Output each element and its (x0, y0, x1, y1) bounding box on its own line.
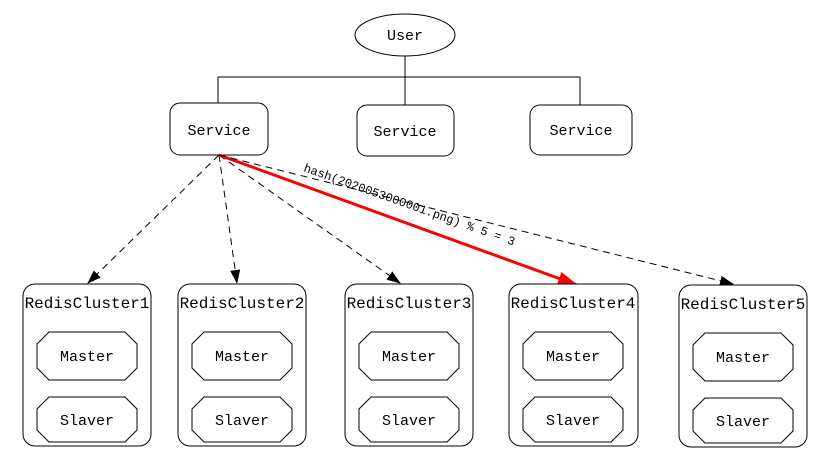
edge-service1-to-cluster4-hash-highlight (218, 153, 578, 287)
cluster-3-master-shape (358, 331, 460, 381)
service-node-1: Service (169, 102, 269, 156)
cluster-node-4-name: RedisCluster4 (511, 295, 636, 313)
user-node-label: User (387, 28, 423, 45)
cluster-node-3-name: RedisCluster3 (347, 295, 472, 313)
user-node: User (354, 13, 456, 57)
edge-service1-to-cluster2 (218, 154, 241, 284)
cluster-5-master-shape (692, 332, 794, 382)
cluster-5-slaver-shape (692, 397, 794, 444)
cluster-1-master-shape (36, 331, 138, 381)
service-node-2-label: Service (373, 124, 436, 141)
cluster-4-slaver-shape (522, 396, 624, 443)
cluster-node-1-name: RedisCluster1 (25, 295, 150, 313)
cluster-3-master-label: Master (382, 349, 436, 366)
user-node-shape (354, 13, 456, 57)
hash-edge-label: hash(2020053000001.png) % 5 = 3 (302, 162, 517, 250)
edge-service1-to-cluster3 (218, 154, 401, 284)
cluster-node-5-name: RedisCluster5 (681, 296, 806, 314)
cluster-2-master-label: Master (215, 349, 269, 366)
cluster-2-slaver-shape (191, 396, 293, 443)
cluster-node-1: RedisCluster1 Master Slaver (22, 283, 152, 447)
service-node-2-shape (356, 104, 455, 157)
service-node-1-label: Service (187, 123, 250, 140)
cluster-node-2-name: RedisCluster2 (180, 295, 305, 313)
cluster-1-slaver-label: Slaver (60, 413, 114, 430)
cluster-node-3: RedisCluster3 Master Slaver (344, 283, 474, 447)
cluster-1-slaver-shape (36, 396, 138, 443)
service-node-3: Service (529, 104, 633, 156)
cluster-2-slaver-label: Slaver (215, 413, 269, 430)
service-node-3-shape (529, 104, 633, 156)
service-node-3-label: Service (549, 123, 612, 140)
service-node-2: Service (356, 104, 455, 157)
cluster-5-slaver-label: Slaver (716, 414, 770, 431)
edge-service1-to-cluster5 (218, 154, 734, 286)
cluster-4-master-shape (522, 331, 624, 381)
cluster-node-5: RedisCluster5 Master Slaver (678, 284, 808, 448)
cluster-3-slaver-shape (358, 396, 460, 443)
cluster-5-master-label: Master (716, 350, 770, 367)
cluster-4-master-label: Master (546, 349, 600, 366)
cluster-4-slaver-label: Slaver (546, 413, 600, 430)
edge-service1-to-cluster1 (87, 154, 220, 284)
cluster-1-master-label: Master (60, 349, 114, 366)
cluster-3-slaver-label: Slaver (382, 413, 436, 430)
cluster-node-4: RedisCluster4 Master Slaver (508, 283, 639, 447)
cluster-2-master-shape (191, 331, 293, 381)
cluster-node-2: RedisCluster2 Master Slaver (177, 283, 307, 447)
